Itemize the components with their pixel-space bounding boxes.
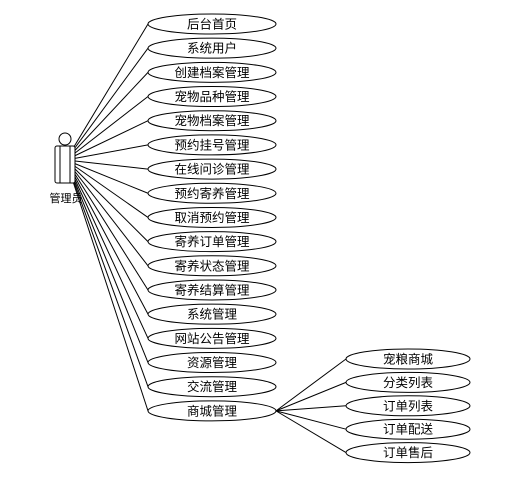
function-label: 在线问诊管理	[174, 162, 250, 177]
connector-line	[65, 144, 149, 161]
connector-line	[65, 159, 149, 194]
function-ellipse	[147, 13, 277, 35]
function-label: 创建档案管理	[174, 65, 250, 80]
function-ellipse	[147, 400, 277, 422]
function-list: 后台首页系统用户创建档案管理宠物品种管理宠物档案管理预约挂号管理在线问诊管理预约…	[147, 13, 277, 422]
function-ellipse	[147, 86, 277, 108]
connector-lines	[65, 23, 149, 412]
actor-label: 管理员	[50, 191, 83, 205]
connector-line	[65, 159, 149, 339]
function-ellipse	[147, 182, 277, 204]
connector-line	[65, 159, 149, 315]
connector-line	[65, 159, 149, 267]
connector-line	[65, 23, 149, 161]
function-node: 系统管理	[147, 303, 277, 325]
mall-sub-ellipse	[345, 395, 471, 417]
mall-sub-node: 订单列表	[345, 395, 471, 417]
person-icon	[54, 132, 76, 184]
function-label: 宠物档案管理	[174, 113, 250, 128]
mall-sub-node: 分类列表	[345, 371, 471, 393]
function-node: 预约挂号管理	[147, 134, 277, 156]
function-label: 后台首页	[187, 17, 237, 32]
function-label: 资源管理	[187, 355, 238, 370]
sub-connector-lines	[275, 358, 347, 454]
function-ellipse	[147, 61, 277, 83]
function-ellipse	[147, 352, 277, 374]
connector-line	[65, 159, 149, 412]
mall-sub-label: 宠粮商城	[383, 352, 434, 367]
function-node: 在线问诊管理	[147, 158, 277, 180]
mall-sub-label: 分类列表	[383, 375, 434, 390]
function-node: 资源管理	[147, 352, 277, 374]
function-label: 网站公告管理	[174, 331, 250, 346]
connector-line	[65, 159, 149, 218]
mall-sub-node: 订单售后	[345, 442, 471, 464]
function-node: 后台首页	[147, 13, 277, 35]
function-label: 预约挂号管理	[174, 137, 250, 152]
mall-sub-label: 订单售后	[383, 445, 433, 460]
function-label: 系统用户	[187, 41, 237, 56]
function-node: 网站公告管理	[147, 327, 277, 349]
function-ellipse	[147, 110, 277, 132]
mall-sub-node: 宠粮商城	[345, 348, 471, 370]
function-node: 宠物品种管理	[147, 86, 277, 108]
function-label: 寄养订单管理	[174, 234, 250, 249]
mall-sub-node: 订单配送	[345, 418, 471, 440]
function-node: 寄养订单管理	[147, 231, 277, 253]
function-ellipse	[147, 37, 277, 59]
function-label: 取消预约管理	[174, 210, 250, 225]
function-label: 寄养状态管理	[174, 258, 250, 273]
function-node: 交流管理	[147, 376, 277, 398]
connector-line	[65, 159, 149, 363]
function-ellipse	[147, 327, 277, 349]
function-node: 宠物档案管理	[147, 110, 277, 132]
function-label: 商城管理	[187, 403, 238, 418]
mall-sub-ellipse	[345, 442, 471, 464]
mall-sub-ellipse	[345, 371, 471, 393]
sub-connector-line	[275, 358, 347, 412]
mall-sub-label: 订单配送	[383, 422, 434, 437]
function-node: 系统用户	[147, 37, 277, 59]
connector-line	[65, 159, 149, 170]
function-ellipse	[147, 279, 277, 301]
function-node: 预约寄养管理	[147, 182, 277, 204]
connector-line	[65, 159, 149, 291]
function-label: 交流管理	[187, 379, 238, 394]
mall-sub-ellipse	[345, 418, 471, 440]
function-node: 创建档案管理	[147, 61, 277, 83]
function-node: 取消预约管理	[147, 206, 277, 228]
actor: 管理员	[50, 132, 83, 205]
connector-line	[65, 159, 149, 387]
connector-line	[65, 47, 149, 161]
sub-connector-line	[275, 410, 347, 430]
function-ellipse	[147, 303, 277, 325]
function-node: 寄养结算管理	[147, 279, 277, 301]
function-ellipse	[147, 231, 277, 253]
connector-line	[65, 72, 149, 161]
mall-sub-ellipse	[345, 348, 471, 370]
connector-line	[65, 159, 149, 242]
function-label: 宠物品种管理	[174, 89, 250, 104]
function-label: 系统管理	[187, 307, 238, 322]
function-ellipse	[147, 376, 277, 398]
sub-connector-line	[275, 381, 347, 412]
function-ellipse	[147, 158, 277, 180]
function-node: 商城管理	[147, 400, 277, 422]
connector-line	[65, 96, 149, 161]
sub-connector-line	[275, 410, 347, 454]
function-node: 寄养状态管理	[147, 255, 277, 277]
sub-connector-line	[275, 405, 347, 412]
function-ellipse	[147, 255, 277, 277]
function-label: 预约寄养管理	[174, 186, 250, 201]
function-ellipse	[147, 206, 277, 228]
function-ellipse	[147, 134, 277, 156]
connector-line	[65, 120, 149, 161]
function-label: 寄养结算管理	[174, 282, 250, 297]
mall-sub-label: 订单列表	[383, 398, 434, 413]
